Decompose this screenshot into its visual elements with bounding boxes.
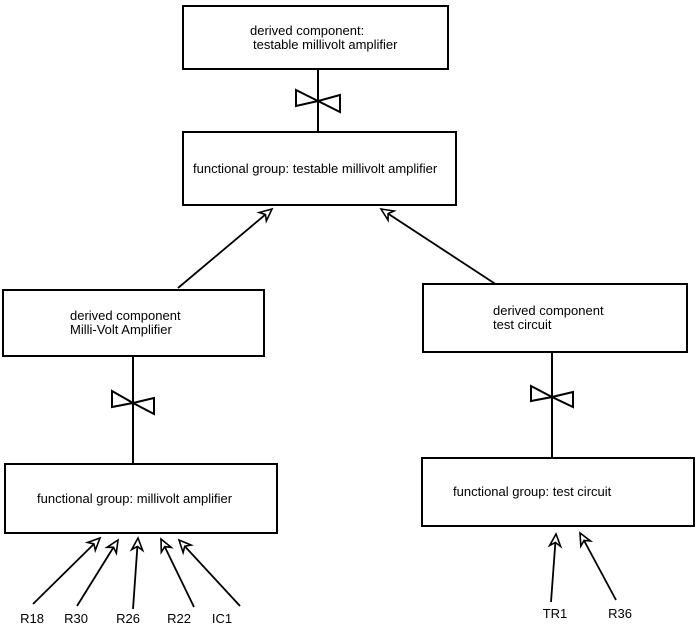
- node-fg-millivolt-amplifier: functional group: millivolt amplifier: [4, 463, 278, 534]
- arrow-millivolt-to-fg-testable: [177, 207, 274, 289]
- node-derived-millivolt-amplifier: derived component Milli-Volt Amplifier: [2, 289, 265, 357]
- component-label-ic1: IC1: [211, 611, 233, 626]
- arrow-test-to-fg-testable: [379, 207, 501, 288]
- component-label-r30: R30: [64, 611, 88, 626]
- node-label: functional group: millivolt amplifier: [37, 490, 233, 506]
- component-label-tr1: TR1: [542, 606, 568, 621]
- arrow-r18: [32, 536, 102, 605]
- component-label-r36: R36: [608, 606, 632, 621]
- bowtie-icon: [295, 88, 341, 114]
- node-label-line2: test circuit: [493, 317, 552, 332]
- arrow-r36: [579, 531, 617, 601]
- bowtie-icon: [111, 389, 155, 416]
- node-fg-test-circuit: functional group: test circuit: [421, 457, 695, 527]
- node-label-line1: derived component: [493, 303, 604, 318]
- arrow-r26: [129, 536, 145, 610]
- node-derived-testable-millivolt-amplifier: derived component: testable millivolt am…: [182, 5, 449, 70]
- arrow-r30: [76, 538, 120, 607]
- node-derived-test-circuit: derived component test circuit: [422, 283, 688, 353]
- node-label: functional group: test circuit: [453, 484, 612, 499]
- component-label-r18: R18: [20, 611, 44, 626]
- component-label-r26: R26: [116, 611, 140, 626]
- arrow-tr1: [547, 532, 563, 603]
- component-label-r22: R22: [167, 611, 191, 626]
- node-label: functional group: testable millivolt amp…: [193, 160, 438, 176]
- bowtie-icon: [530, 384, 574, 409]
- node-fg-testable-millivolt-amplifier: functional group: testable millivolt amp…: [182, 131, 457, 206]
- node-label-line1: derived component: [70, 308, 181, 323]
- arrow-r22: [160, 537, 195, 608]
- node-label-line1: derived component:: [250, 22, 365, 38]
- node-label-line2: testable millivolt amplifier: [253, 36, 398, 52]
- arrow-ic1: [177, 538, 241, 607]
- node-label-line2: Milli-Volt Amplifier: [70, 322, 172, 337]
